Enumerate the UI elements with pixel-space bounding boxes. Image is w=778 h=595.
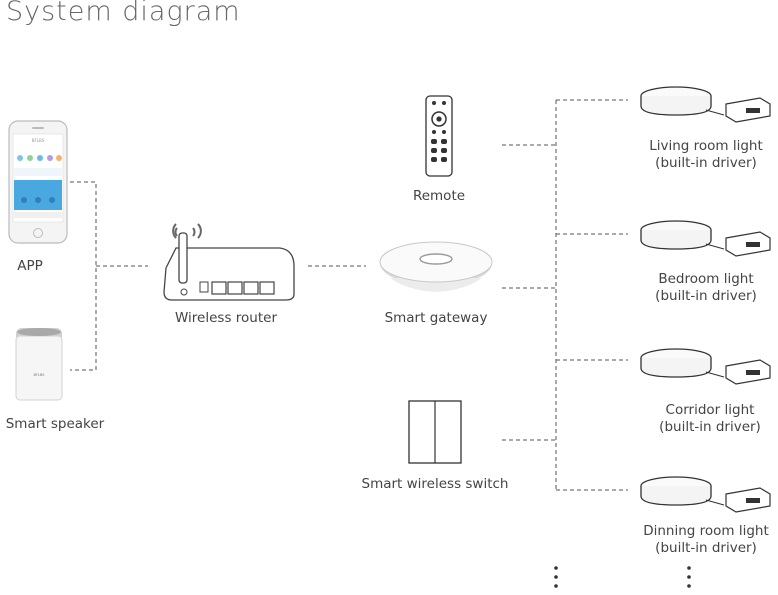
phone-device: BFLBS — [8, 120, 68, 244]
ceiling-light-icon — [640, 86, 771, 123]
light-4-label: Dinning room light (built-in driver) — [634, 523, 778, 557]
speaker-icon: BFLBS — [15, 328, 63, 401]
diagram-title: System diagram — [6, 0, 241, 27]
ceiling-light-4 — [638, 472, 774, 514]
ceiling-light-3 — [638, 344, 774, 386]
remote-icon — [425, 95, 453, 177]
light-4-note: (built-in driver) — [655, 540, 757, 556]
speaker-label: Smart speaker — [5, 416, 105, 432]
light-4-name: Dinning room light — [643, 523, 769, 539]
wifi-arc-right — [197, 223, 202, 239]
app-speaker-bracket — [70, 181, 97, 371]
light-3-note: (built-in driver) — [659, 419, 761, 435]
gateway-device — [376, 240, 496, 298]
light-1-name: Living room light — [649, 138, 763, 154]
switch-icon — [408, 400, 462, 464]
speaker-brand-text: BFLBS — [34, 373, 46, 377]
ceiling-light-icon — [640, 348, 771, 385]
app-label: APP — [17, 258, 43, 274]
light-2-name: Bedroom light — [658, 271, 754, 287]
switch-label: Smart wireless switch — [361, 476, 509, 492]
gateway-icon — [379, 241, 493, 292]
light-3-name: Corridor light — [665, 402, 755, 418]
gateway-label: Smart gateway — [384, 310, 488, 326]
router-icon — [163, 223, 295, 301]
speaker-device: BFLBS — [14, 326, 64, 402]
light-1-label: Living room light (built-in driver) — [640, 138, 772, 172]
router-device — [160, 216, 300, 302]
router-antenna — [178, 232, 188, 284]
switch-device — [408, 400, 462, 464]
wifi-arc-left — [172, 223, 177, 239]
ceiling-light-icon — [640, 476, 771, 513]
light-1-note: (built-in driver) — [655, 155, 757, 171]
ceiling-light-2 — [638, 216, 774, 258]
remote-label: Remote — [412, 188, 466, 204]
phone-icon: BFLBS — [8, 120, 68, 244]
light-2-note: (built-in driver) — [655, 288, 757, 304]
light-3-label: Corridor light (built-in driver) — [644, 402, 776, 436]
light-2-label: Bedroom light (built-in driver) — [640, 271, 772, 305]
ceiling-light-1 — [638, 82, 774, 124]
ceiling-light-icon — [640, 220, 771, 257]
phone-screen-text: BFLBS — [32, 138, 45, 143]
remote-device — [425, 95, 453, 177]
router-label: Wireless router — [175, 310, 277, 326]
